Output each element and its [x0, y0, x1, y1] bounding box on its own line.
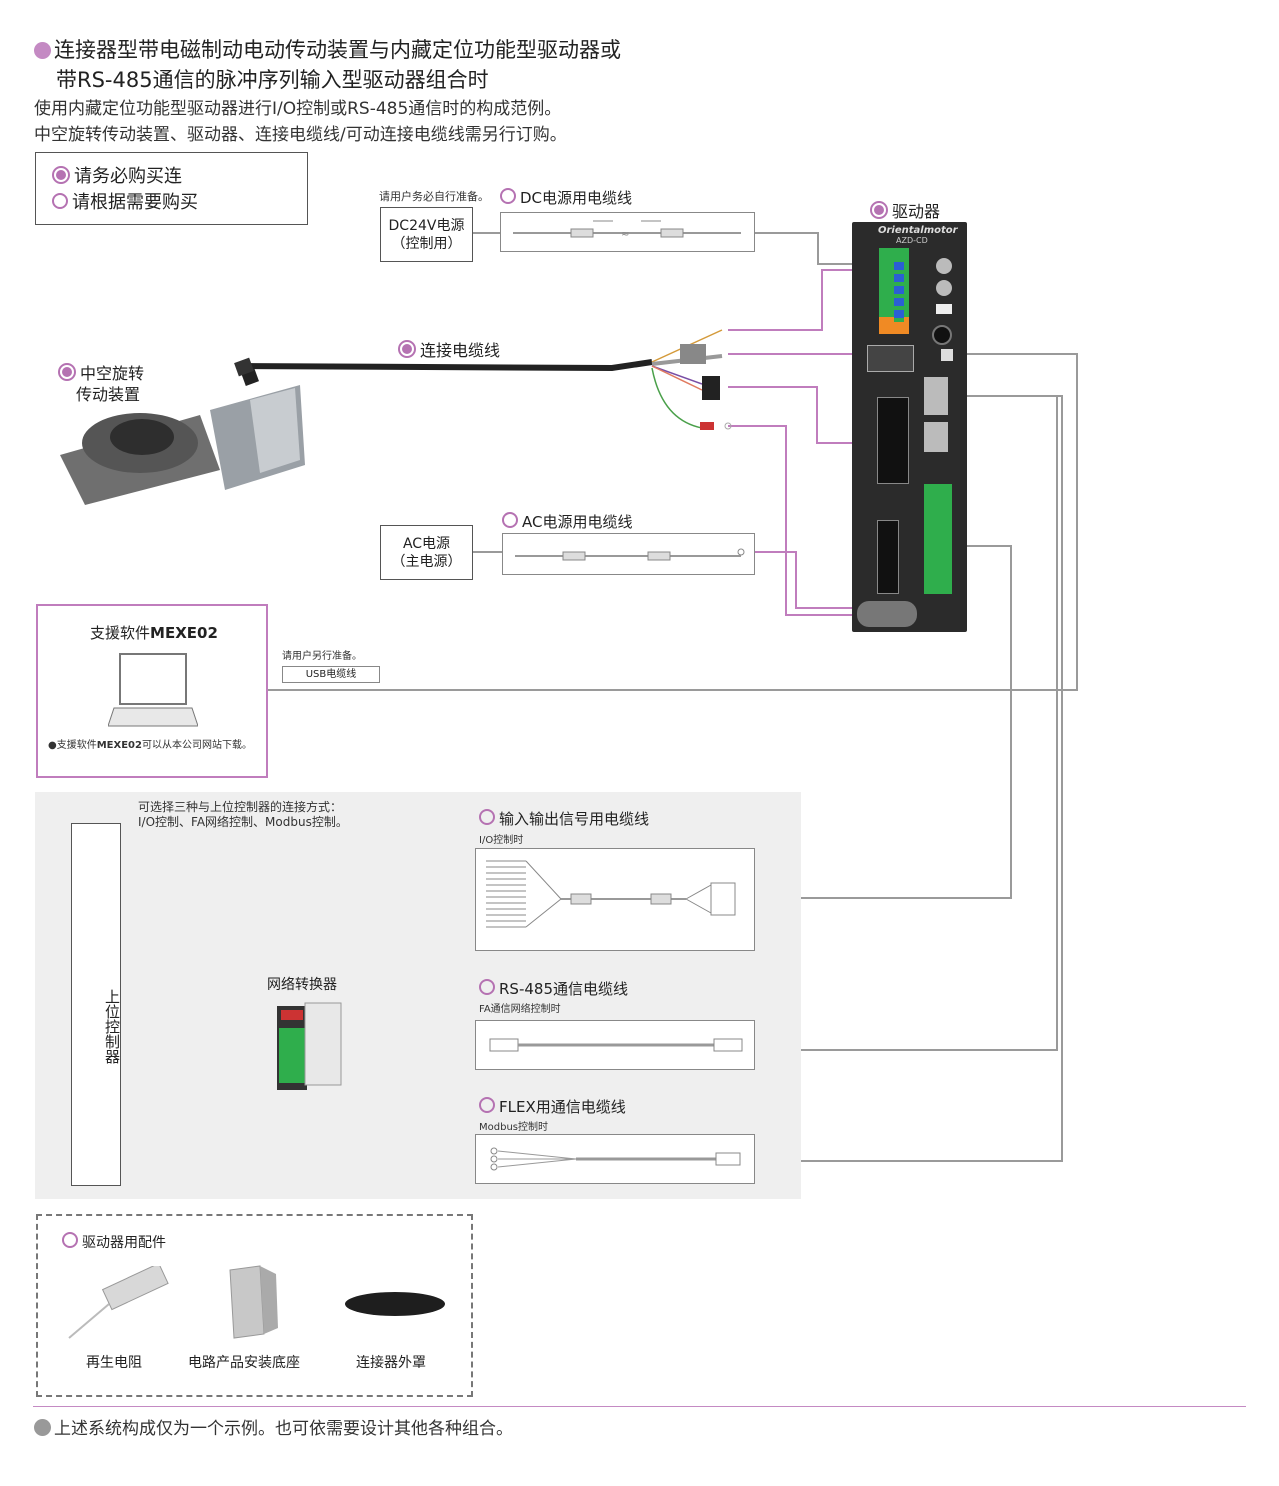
- optional-icon: [500, 188, 516, 204]
- rs485-port-2: [924, 422, 948, 452]
- dc-cable-box: ≈: [500, 212, 755, 252]
- flex-cable-image: [490, 1147, 741, 1171]
- accessory-item-1: 再生电阻: [86, 1355, 142, 1371]
- software-title: 支援软件MEXE02: [90, 624, 218, 642]
- rs485-cable-image: [489, 1038, 743, 1052]
- dc-cable-label: DC电源用电缆线: [500, 187, 632, 208]
- regen-resistor-image: [68, 1266, 169, 1339]
- connect-cable-image: [234, 329, 732, 430]
- cn2-encoder-connector: [867, 345, 914, 372]
- driver-label: 驱动器: [870, 198, 940, 222]
- ac-power-label: AC电源: [402, 536, 451, 552]
- flex-cable-sub: Modbus控制时: [479, 1122, 548, 1133]
- ground-terminal: [857, 601, 917, 627]
- optional-icon: [479, 979, 495, 995]
- dc-power-label: DC24V电源: [388, 218, 465, 234]
- host-controller-box: 上位控制器: [71, 823, 121, 1186]
- ac-power-box: AC电源 （主电源）: [380, 525, 473, 580]
- footer-note: 上述系统构成仅为一个示例。也可依需要设计其他各种组合。: [34, 1414, 513, 1439]
- rs485-cable-sub: FA通信网络控制时: [479, 1004, 561, 1015]
- wire-brake: [728, 269, 880, 331]
- optional-icon: [502, 512, 518, 528]
- flex-cable-box: [475, 1134, 755, 1184]
- accessory-item-2: 电路产品安装底座: [188, 1355, 300, 1371]
- dc-power-box: DC24V电源 （控制用）: [380, 207, 473, 262]
- ac-cable-label: AC电源用电缆线: [502, 511, 632, 532]
- optional-icon: [479, 809, 495, 825]
- cn5-io-connector: [924, 484, 952, 594]
- dc-note: 请用户务必自行准备。: [379, 190, 489, 203]
- dip-switch: [936, 304, 952, 314]
- driver-brand: Orientalmotor: [878, 225, 958, 236]
- software-box: 支援软件MEXE02 ●支援软件MEXE02可以从本公司网站下载。: [36, 604, 268, 778]
- cn1-pins: [894, 262, 904, 322]
- dc-power-sublabel: （控制用）: [391, 236, 462, 252]
- description-1: 使用内藏定位功能型驱动器进行I/O控制或RS-485通信时的构成范例。: [34, 99, 562, 119]
- io-cable-label: 输入输出信号用电缆线: [479, 808, 649, 829]
- controller-note-2: I/O控制、FA网络控制、Modbus控制。: [138, 815, 348, 829]
- dc-cable-image: ≈: [513, 220, 741, 240]
- driver-model: AZD-CD: [896, 236, 928, 245]
- required-icon: [58, 363, 76, 381]
- optional-icon: [62, 1232, 78, 1248]
- purple-wires: [728, 269, 880, 616]
- page-title-line2: 带RS-485通信的脉冲序列输入型驱动器组合时: [56, 68, 489, 92]
- mounting-base-image: [229, 1265, 278, 1339]
- rs485-port-1: [924, 377, 948, 415]
- net-converter-image: [277, 1002, 342, 1090]
- actuator-image: [60, 368, 305, 505]
- rs485-cable-label: RS-485通信电缆线: [479, 978, 628, 999]
- wire-ac-out: [755, 551, 855, 609]
- wire-io: [755, 545, 1012, 899]
- actuator-label: 中空旋转: [58, 360, 144, 384]
- connector-cover-image: [345, 1292, 445, 1316]
- io-cable-sub: I/O控制时: [479, 835, 524, 846]
- wire-dc-out: [755, 232, 880, 265]
- optional-icon: [52, 193, 68, 209]
- accessories-title: 驱动器用配件: [62, 1232, 166, 1252]
- io-cable-box: [475, 848, 755, 951]
- rotary-switch-1: [936, 258, 952, 274]
- flex-cable-label: FLEX用通信电缆线: [479, 1096, 626, 1117]
- cn3-motor-connector: [877, 397, 909, 484]
- usb-port: [941, 349, 953, 361]
- accessory-item-3: 连接器外罩: [356, 1355, 426, 1371]
- laptop-icon: [108, 653, 198, 727]
- wire-flex: [755, 395, 1063, 1162]
- host-controller-label: 上位控制器: [103, 989, 121, 1064]
- svg-text:≈: ≈: [621, 229, 629, 240]
- usb-note: 请用户另行准备。: [282, 651, 362, 662]
- accessories-box: 驱动器用配件 再生电阻 电路产品安装底座 连接器外罩: [36, 1214, 473, 1397]
- ac-cable-image: [515, 548, 745, 561]
- legend-required: 请务必购买连: [52, 162, 182, 188]
- actuator-label-line2: 传动装置: [76, 385, 141, 404]
- required-icon: [398, 340, 416, 358]
- io-cable-image: [486, 860, 736, 928]
- driver-unit: Orientalmotor AZD-CD: [852, 222, 967, 632]
- usb-cable-label: USB电缆线: [282, 666, 380, 683]
- connect-cable-label: 连接电缆线: [398, 337, 500, 361]
- optional-icon: [479, 1097, 495, 1113]
- wire-ground: [728, 425, 855, 616]
- ac-power-sublabel: （主电源）: [391, 554, 462, 570]
- required-icon: [52, 166, 70, 184]
- legend-box: 请务必购买连 请根据需要购买: [35, 152, 308, 225]
- legend-optional: 请根据需要购买: [52, 188, 198, 214]
- ac-cable-box: [502, 533, 755, 575]
- software-note: ●支援软件MEXE02可以从本公司网站下载。: [48, 740, 252, 751]
- required-icon: [870, 201, 888, 219]
- wire-motor: [728, 386, 866, 444]
- footer-divider: [33, 1406, 1246, 1407]
- rs485-cable-box: [475, 1020, 755, 1070]
- cn4-power-connector: [877, 520, 899, 594]
- net-converter-label: 网络转换器: [267, 977, 337, 993]
- usb-port-cover: [932, 325, 952, 345]
- description-2: 中空旋转传动装置、驱动器、连接电缆线/可动连接电缆线需另行订购。: [34, 125, 567, 145]
- bullet-icon: [34, 42, 51, 59]
- page-title: 连接器型带电磁制动电动传动装置与内藏定位功能型驱动器或: [34, 34, 621, 64]
- controller-note-1: 可选择三种与上位控制器的连接方式：: [138, 800, 343, 814]
- rotary-switch-2: [936, 280, 952, 296]
- wire-usb: [268, 353, 1078, 691]
- bullet-icon: [34, 1419, 51, 1436]
